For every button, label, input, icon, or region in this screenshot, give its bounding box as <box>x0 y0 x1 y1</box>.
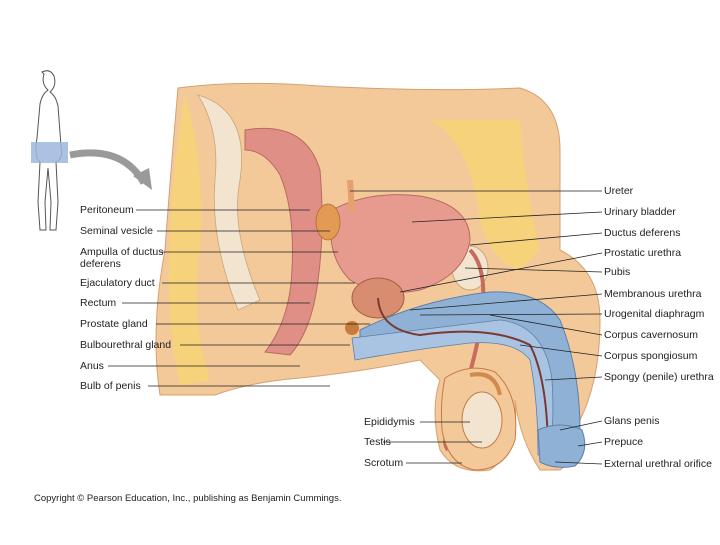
label-corpus-spongiosum: Corpus spongiosum <box>604 350 697 362</box>
label-pubis: Pubis <box>604 266 630 278</box>
label-ductus-deferens: Ductus deferens <box>604 227 680 239</box>
label-seminal-vesicle: Seminal vesicle <box>80 225 153 237</box>
label-peritoneum: Peritoneum <box>80 204 134 216</box>
label-rectum: Rectum <box>80 297 116 309</box>
label-prostatic-urethra: Prostatic urethra <box>604 247 681 259</box>
label-prostate-gland: Prostate gland <box>80 318 148 330</box>
label-ampulla-of-ductus-deferens: Ampulla of ductus deferens <box>80 246 170 270</box>
highlight-region <box>31 142 68 163</box>
label-ureter: Ureter <box>604 185 633 197</box>
label-prepuce: Prepuce <box>604 436 643 448</box>
label-urinary-bladder: Urinary bladder <box>604 206 676 218</box>
label-glans-penis: Glans penis <box>604 415 659 427</box>
arrow-icon <box>70 153 144 183</box>
label-spongy-urethra: Spongy (penile) urethra <box>604 371 714 383</box>
label-corpus-cavernosum: Corpus cavernosum <box>604 329 698 341</box>
label-bulbourethral-gland: Bulbourethral gland <box>80 339 171 351</box>
label-scrotum: Scrotum <box>364 457 403 469</box>
copyright-notice: Copyright © Pearson Education, Inc., pub… <box>34 493 341 504</box>
label-epididymis: Epididymis <box>364 416 415 428</box>
label-membranous-urethra: Membranous urethra <box>604 288 701 300</box>
label-bulb-of-penis: Bulb of penis <box>80 380 141 392</box>
label-testis: Testis <box>364 436 391 448</box>
label-ejaculatory-duct: Ejaculatory duct <box>80 277 155 289</box>
label-urogenital-diaphragm: Urogenital diaphragm <box>604 308 704 320</box>
label-external-urethral-orifice: External urethral orifice <box>604 458 714 470</box>
label-anus: Anus <box>80 360 104 372</box>
orientation-body-icon <box>31 71 68 230</box>
